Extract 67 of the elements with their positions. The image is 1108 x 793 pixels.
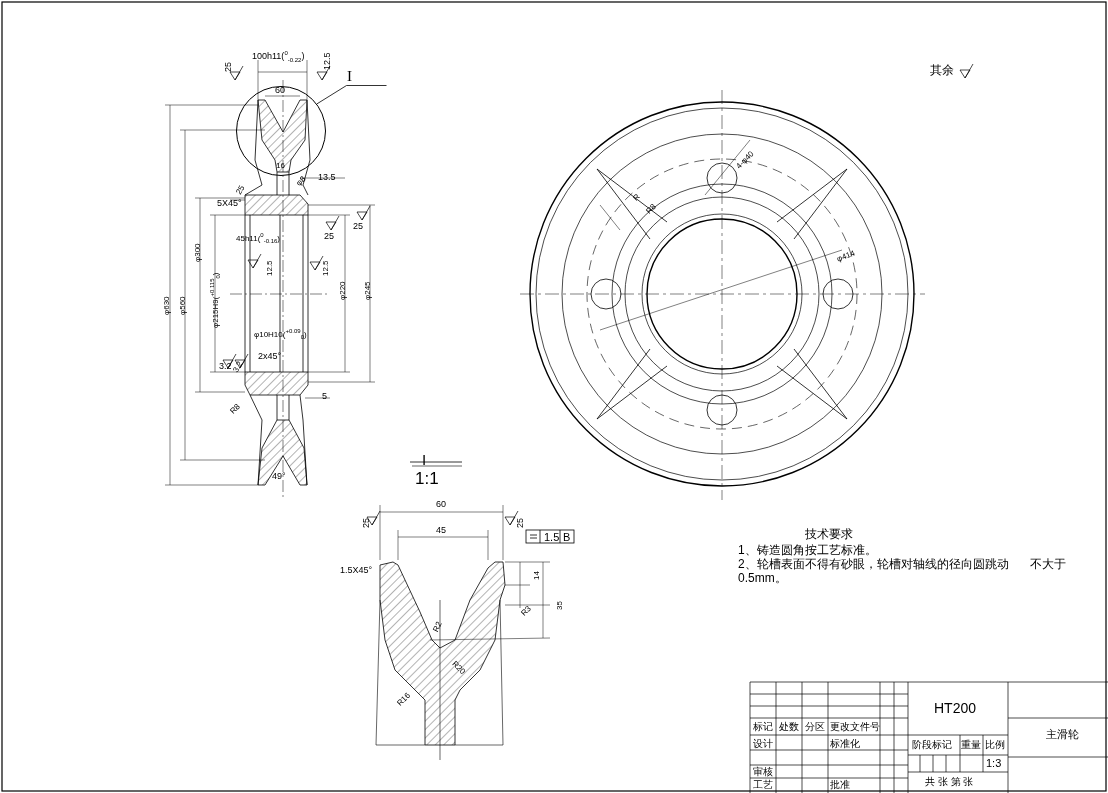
chamfer-note: 2x45° bbox=[258, 352, 282, 361]
material-text: HT200 bbox=[934, 701, 977, 715]
dimension-text: 35 bbox=[556, 601, 564, 610]
dimension-text: φ414 bbox=[836, 249, 857, 264]
dimension-text: R8 bbox=[645, 202, 658, 216]
dimension-text: 100h11($^{0}$$_{-0.22}$) bbox=[252, 50, 305, 63]
dimension-text: φ245 bbox=[364, 281, 372, 300]
roughness-value: 25 bbox=[224, 62, 233, 72]
note-text: 2、轮槽表面不得有砂眼，轮槽对轴线的径向圆跳动 bbox=[738, 558, 1009, 570]
part-name: 主滑轮 bbox=[1046, 729, 1079, 740]
dimension-text: 60 bbox=[436, 500, 446, 509]
table-cell-text: 标准化 bbox=[830, 739, 860, 749]
dimension-text: R bbox=[632, 192, 642, 203]
dimension-text: 14 bbox=[533, 571, 541, 580]
dimension-text: φ8 bbox=[295, 175, 308, 188]
table-cell-text: 更改文件号 bbox=[830, 722, 880, 732]
table-cell-text: 比例 bbox=[985, 740, 1005, 750]
table-cell-text: 重量 bbox=[961, 740, 981, 750]
table-cell-text: 批准 bbox=[830, 780, 850, 790]
dimension-text: φ220 bbox=[339, 281, 347, 300]
note-text: 0.5mm。 bbox=[738, 572, 787, 584]
datum-letter: B bbox=[563, 532, 571, 543]
dimension-text: 45h11($^{0}$$_{-0.16}$) bbox=[236, 232, 281, 245]
leader-line bbox=[316, 85, 387, 105]
dimension-text: 5 bbox=[322, 392, 327, 401]
table-cell-text: 分区 bbox=[805, 722, 825, 732]
roughness-value: 12.5 bbox=[322, 260, 330, 276]
dimension-text: φ560 bbox=[179, 296, 187, 315]
table-cell-text: 阶段标记 bbox=[912, 740, 952, 750]
dimension-text: φ300 bbox=[194, 243, 202, 262]
roughness-value: 12.5 bbox=[323, 52, 332, 70]
roughness-value: 25 bbox=[516, 518, 525, 528]
chamfer-note: 1.5X45° bbox=[340, 566, 373, 575]
dimension-text: R3 bbox=[520, 604, 533, 618]
view-label: I bbox=[422, 452, 427, 467]
table-cell-text: 1:3 bbox=[986, 758, 1002, 769]
dimension-text: 45 bbox=[436, 526, 446, 535]
dimension-text: φ630 bbox=[163, 296, 171, 315]
heading: 技术要求 bbox=[805, 528, 853, 540]
dimension-text: 60 bbox=[275, 86, 285, 95]
note-text: 1、铸造圆角按工艺标准。 bbox=[738, 544, 877, 556]
table-cell-text: 标记 bbox=[753, 722, 773, 732]
dimension-text: R20 bbox=[450, 660, 467, 677]
table-cell-text: 处数 bbox=[779, 722, 799, 732]
tolerance-value: 1.5 bbox=[544, 532, 560, 543]
note-text: 其余 bbox=[930, 64, 954, 76]
table-cell-text: 工艺 bbox=[753, 780, 773, 790]
callout-letter: I bbox=[347, 68, 352, 85]
dimension-text: R8 bbox=[229, 402, 242, 416]
roughness-value: 3.2 bbox=[232, 360, 245, 374]
table-cell-text: 共 张 第 张 bbox=[925, 777, 974, 787]
dimension-text: φ10H10($^{+0.09}$$_{0}$) bbox=[254, 328, 307, 341]
note-text: 不大于 bbox=[1030, 558, 1066, 570]
dimension-text: R2 bbox=[432, 620, 444, 634]
table-cell-text: 设计 bbox=[753, 739, 773, 749]
dimension-text: 13.5 bbox=[318, 173, 336, 182]
roughness-value: 25 bbox=[235, 184, 247, 196]
table-cell-text: 审核 bbox=[753, 767, 773, 777]
roughness-value: 25 bbox=[324, 232, 334, 241]
dimension-text: 16 bbox=[276, 162, 285, 170]
roughness-value: 25 bbox=[362, 518, 371, 528]
chamfer-note: 5X45° bbox=[217, 199, 242, 208]
scale-label: 1:1 bbox=[415, 470, 439, 487]
roughness-value: 3.2 bbox=[219, 362, 232, 371]
dimension-text: 49° bbox=[272, 472, 286, 481]
roughness-value: 12.5 bbox=[266, 260, 274, 276]
roughness-value: 25 bbox=[353, 222, 363, 231]
